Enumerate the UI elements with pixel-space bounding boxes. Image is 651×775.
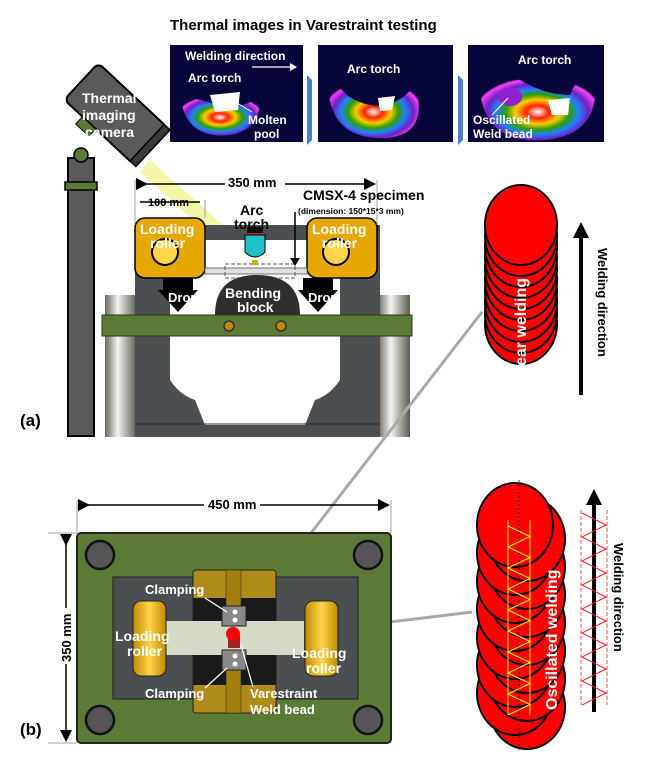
- oscillated-welding-label: Oscillated welding: [544, 570, 561, 710]
- panel-b: Clamping Clamping Loading roller Loading…: [20, 497, 392, 744]
- svg-text:imaging: imaging: [82, 107, 136, 123]
- svg-text:roller: roller: [127, 643, 163, 659]
- svg-text:pool: pool: [254, 127, 279, 141]
- svg-text:roller: roller: [306, 660, 342, 676]
- thermal-panel-1: Welding direction Arc torch Molten pool: [170, 45, 303, 142]
- figure-title: Thermal images in Varestraint testing: [170, 17, 437, 34]
- crossbar: [101, 314, 413, 337]
- svg-text:Loading: Loading: [115, 628, 169, 644]
- svg-text:Weld bead: Weld bead: [473, 127, 533, 141]
- svg-text:roller: roller: [322, 235, 358, 251]
- next-arrow-icon: [307, 75, 312, 145]
- arc-torch-label: Arc torch: [347, 62, 400, 76]
- weld-bead-label: Varestraint: [250, 686, 318, 701]
- welding-direction-label: Welding direction: [595, 248, 610, 357]
- drop-arrow-right: Drop: [298, 278, 338, 312]
- arc-torch-label: Arc torch: [518, 53, 571, 67]
- svg-text:block: block: [237, 299, 274, 315]
- svg-text:Bending: Bending: [225, 285, 281, 301]
- clamping-label-top: Clamping: [145, 582, 204, 597]
- svg-text:450 mm: 450 mm: [208, 497, 256, 512]
- svg-text:Loading: Loading: [312, 221, 366, 237]
- svg-text:torch: torch: [234, 216, 269, 232]
- svg-text:350 mm: 350 mm: [228, 175, 276, 190]
- specimen-dimension: (dimension: 150*15*3 mm): [298, 206, 404, 216]
- drop-arrow-left: Drop: [158, 278, 198, 312]
- oscillation-path: [580, 512, 608, 706]
- linear-welding-label: Linear welding: [513, 278, 530, 390]
- specimen: [204, 267, 308, 275]
- bending-block: [215, 275, 300, 315]
- thermal-camera: [65, 64, 172, 168]
- loading-roller-left: [132, 600, 167, 677]
- arc-torch: [244, 234, 266, 258]
- next-arrow-icon: [458, 75, 463, 145]
- clamping-label-bottom: Clamping: [145, 686, 204, 701]
- svg-text:Loading: Loading: [140, 221, 194, 237]
- svg-text:100 mm: 100 mm: [148, 197, 189, 209]
- specimen-title: CMSX-4 specimen: [303, 187, 424, 203]
- svg-text:Loading: Loading: [292, 645, 346, 661]
- camera-label: Thermal: [82, 90, 136, 106]
- arc-torch-label: Arc torch: [188, 71, 241, 85]
- oscillation-path: [506, 525, 532, 716]
- panel-a: Thermal imaging camera Loading roller Lo…: [20, 64, 424, 437]
- oscillated-welding-diagram: Oscillated welding Welding direction: [476, 480, 626, 750]
- svg-text:Weld bead: Weld bead: [250, 702, 315, 717]
- svg-text:350 mm: 350 mm: [59, 614, 74, 662]
- loading-roller-right: [304, 600, 339, 677]
- svg-text:roller: roller: [150, 235, 186, 251]
- linear-welding-diagram: Linear welding Welding direction: [484, 184, 610, 395]
- weld-bead-circle: [484, 184, 558, 266]
- svg-text:Drop: Drop: [308, 290, 338, 305]
- svg-text:Drop: Drop: [168, 290, 198, 305]
- weld-bead: [226, 627, 240, 641]
- panel-b-label: (b): [20, 720, 42, 739]
- panel-a-label: (a): [20, 411, 41, 430]
- camera-stand: [67, 157, 95, 437]
- svg-text:camera: camera: [85, 124, 134, 140]
- thermal-panel-3: Arc torch Oscillated Weld bead: [468, 45, 604, 142]
- molten-pool-label: Molten: [248, 113, 287, 127]
- svg-text:Arc: Arc: [240, 202, 264, 218]
- welding-direction-label: Welding direction: [185, 49, 285, 63]
- thermal-panel-2: Arc torch: [318, 45, 453, 142]
- oscillated-weld-bead-label: Oscillated: [473, 113, 530, 127]
- weld-bead-circle: [476, 482, 554, 568]
- welding-direction-label: Welding direction: [611, 543, 626, 652]
